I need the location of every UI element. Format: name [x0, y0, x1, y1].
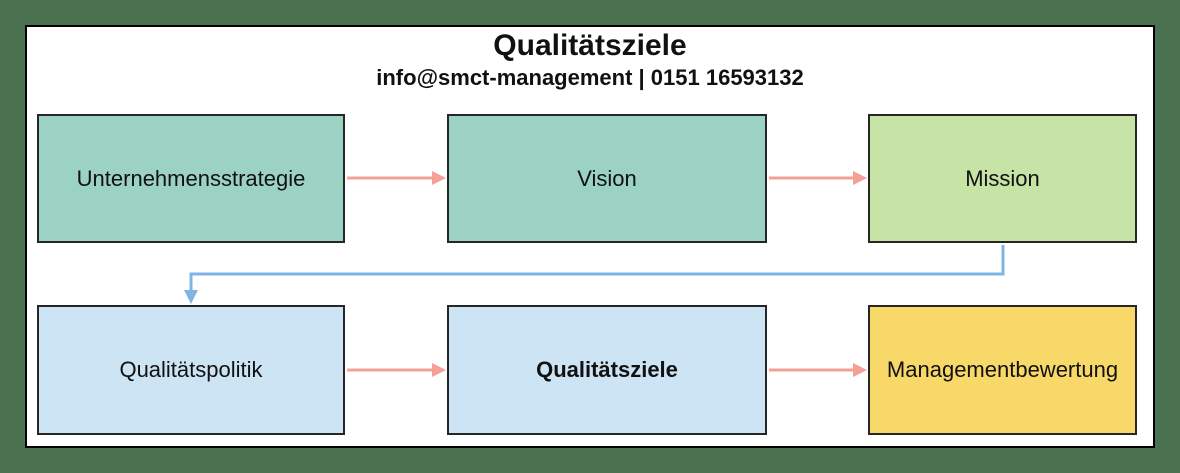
node-qualitaetspolitik: Qualitätspolitik: [37, 305, 345, 435]
node-vision: Vision: [447, 114, 767, 243]
node-managementbewertung: Managementbewertung: [868, 305, 1137, 435]
contact-subtitle: info@smct-management | 0151 16593132: [376, 65, 804, 90]
node-label: Qualitätsziele: [536, 357, 678, 382]
node-qualitaetsziele: Qualitätsziele: [447, 305, 767, 435]
diagram-header: Qualitätsziele info@smct-management | 01…: [25, 28, 1155, 92]
node-label: Vision: [577, 165, 637, 191]
node-label: Unternehmensstrategie: [76, 165, 306, 191]
node-label: Mission: [965, 165, 1040, 191]
node-label: Managementbewertung: [886, 357, 1119, 382]
node-label: Qualitätspolitik: [119, 357, 263, 382]
node-unternehmensstrategie: Unternehmensstrategie: [37, 114, 345, 243]
node-mission: Mission: [868, 114, 1137, 243]
page-title: Qualitätsziele: [493, 29, 687, 62]
